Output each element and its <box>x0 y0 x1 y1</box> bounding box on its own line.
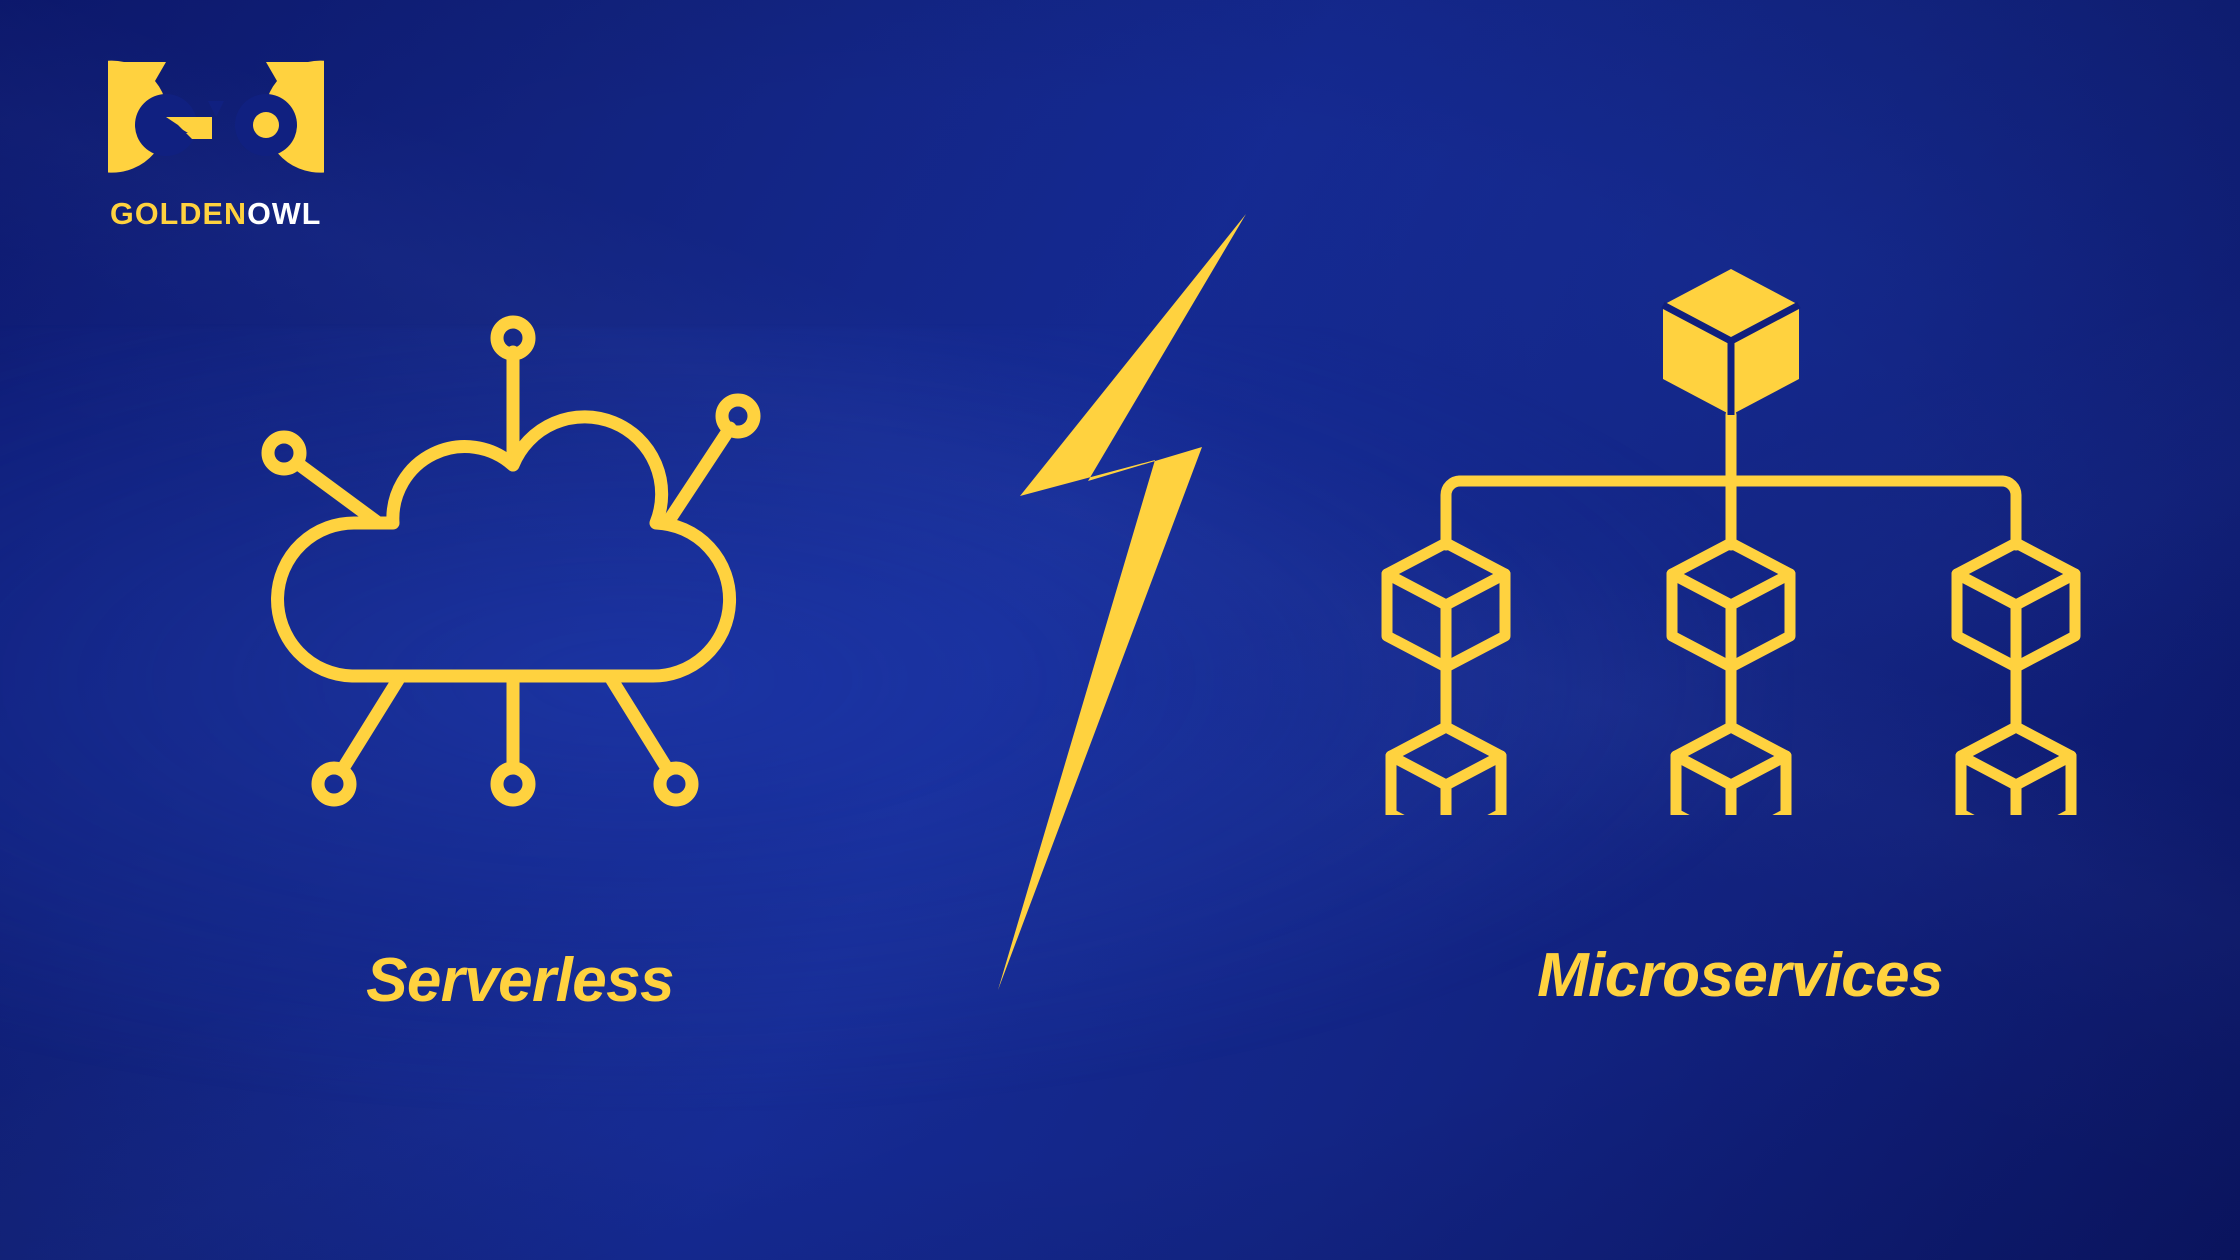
microservices-panel: Microservices <box>1350 215 2130 1007</box>
root-cube <box>1661 269 1801 415</box>
service-cube-2 <box>1666 537 1796 673</box>
brand-wordmark-primary: GOLDEN <box>110 197 248 231</box>
service-cube-4 <box>1385 721 1507 815</box>
service-cube-1 <box>1381 537 1511 673</box>
service-cube-3 <box>1951 537 2081 673</box>
lightning-bolt-icon <box>998 214 1246 990</box>
service-cube-5 <box>1670 721 1792 815</box>
serverless-panel: Serverless <box>160 300 880 1012</box>
serverless-label: Serverless <box>366 946 674 1015</box>
golden-owl-go-monogram-icon <box>108 60 324 173</box>
brand-wordmark: GOLDENOWL <box>108 199 348 230</box>
microservices-label: Microservices <box>1537 941 1943 1010</box>
service-cube-6 <box>1955 721 2077 815</box>
microservices-cube-tree-icon <box>1381 269 2081 815</box>
brand-logo[interactable]: GOLDENOWL <box>108 55 348 230</box>
cloud-network-icon <box>261 315 761 807</box>
brand-wordmark-secondary: OWL <box>247 197 322 231</box>
